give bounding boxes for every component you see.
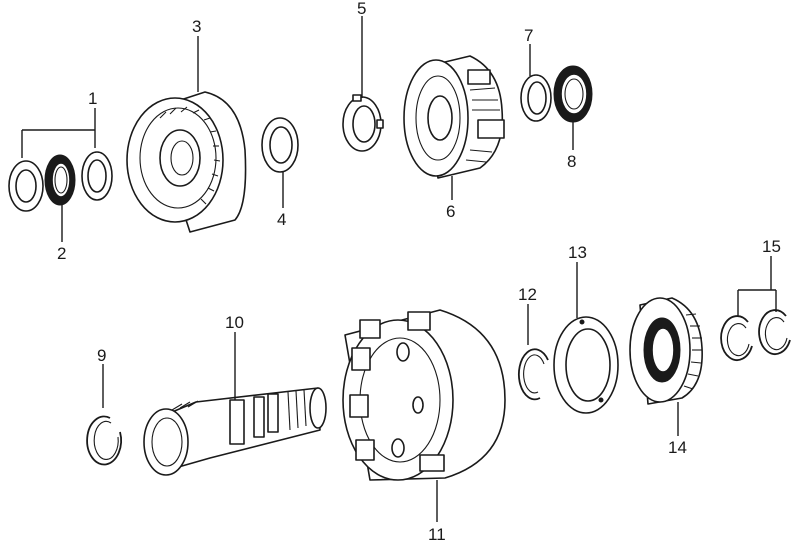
- part-3-clutch-drum: [126, 91, 247, 233]
- part-12-snap-ring: [518, 348, 549, 401]
- part-9-snap-ring: [86, 415, 122, 466]
- part-14-hub-bearing: [629, 297, 703, 405]
- part-15-snap-ring-left: [720, 315, 753, 361]
- callout-10: 10: [225, 313, 244, 332]
- part-11-ring-gear-drum: [342, 309, 506, 481]
- callout-13: 13: [568, 243, 587, 262]
- part-10-output-shaft: [143, 387, 327, 476]
- callout-7: 7: [524, 26, 533, 45]
- callout-1: 1: [88, 89, 97, 108]
- callout-11: 11: [428, 525, 446, 542]
- callout-3: 3: [192, 17, 201, 36]
- callout-9: 9: [97, 346, 106, 365]
- callout-5: 5: [357, 0, 366, 18]
- callout-6: 6: [446, 202, 455, 221]
- part-5-thrust-washer: [342, 94, 384, 152]
- callout-labels: 1 2 3 4 5 6 7 8 9 10 11 12 13 14 15: [57, 0, 781, 542]
- callout-15: 15: [762, 237, 781, 256]
- part-1-washer-right: [81, 151, 113, 201]
- callout-14: 14: [668, 438, 687, 457]
- part-1-washer-left: [8, 160, 44, 212]
- part-15-snap-ring-right: [758, 309, 791, 355]
- part-8-needle-bearing: [553, 65, 593, 123]
- part-4-washer: [261, 117, 299, 173]
- leader-lines: [21, 16, 777, 522]
- callout-12: 12: [518, 285, 537, 304]
- part-6-planetary-carrier: [403, 55, 505, 179]
- part-13-thrust-washer: [553, 316, 619, 414]
- part-7-washer: [520, 74, 552, 122]
- callout-4: 4: [277, 210, 286, 229]
- callout-2: 2: [57, 244, 66, 263]
- callout-8: 8: [567, 152, 576, 171]
- part-2-thrust-bearing: [44, 154, 76, 206]
